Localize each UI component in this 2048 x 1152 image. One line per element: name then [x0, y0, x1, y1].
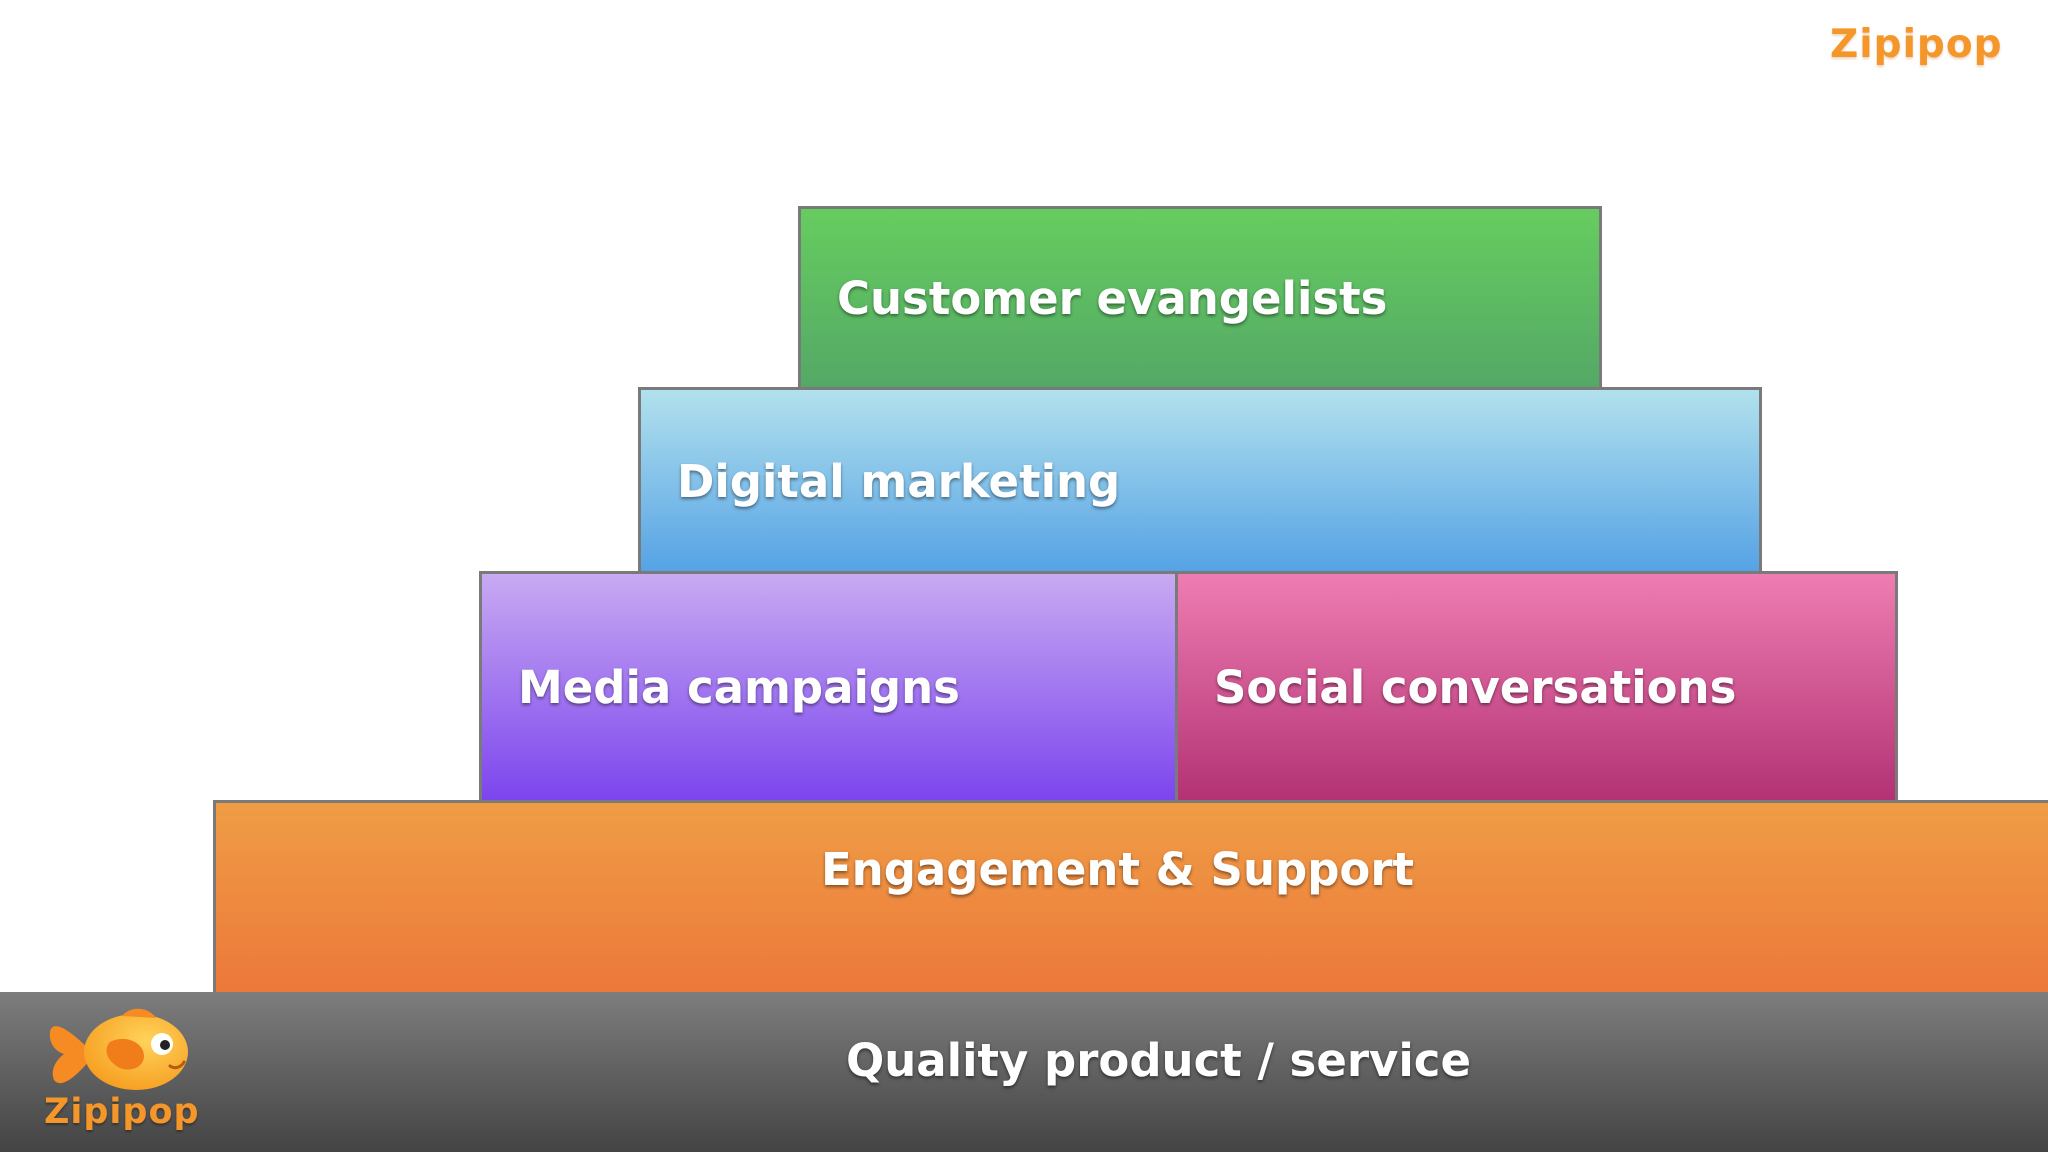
- pyramid-tier-quality-product: Zipipop Quality product / service: [0, 992, 2048, 1152]
- pyramid-tier-digital-marketing: Digital marketing: [638, 387, 1762, 575]
- brand-wordmark: Zipipop: [1830, 22, 2003, 67]
- pyramid-tier-engagement-support: Engagement & Support: [213, 800, 2048, 996]
- goldfish-logo-icon: [49, 1008, 188, 1090]
- tier-label: Social conversations: [1214, 660, 1737, 714]
- pyramid-tier-customer-evangelists: Customer evangelists: [798, 206, 1602, 391]
- tier-label: Digital marketing: [677, 454, 1121, 508]
- pyramid-tier-media-campaigns: Media campaigns: [479, 571, 1179, 803]
- tier-label: Media campaigns: [518, 660, 960, 714]
- tier-label: Engagement & Support: [820, 843, 1415, 896]
- logo-wordmark: Zipipop: [44, 1092, 200, 1132]
- tier-label: Quality product / service: [846, 1034, 1471, 1087]
- pyramid-tier-social-conversations: Social conversations: [1175, 571, 1898, 803]
- tier-label: Customer evangelists: [837, 272, 1388, 325]
